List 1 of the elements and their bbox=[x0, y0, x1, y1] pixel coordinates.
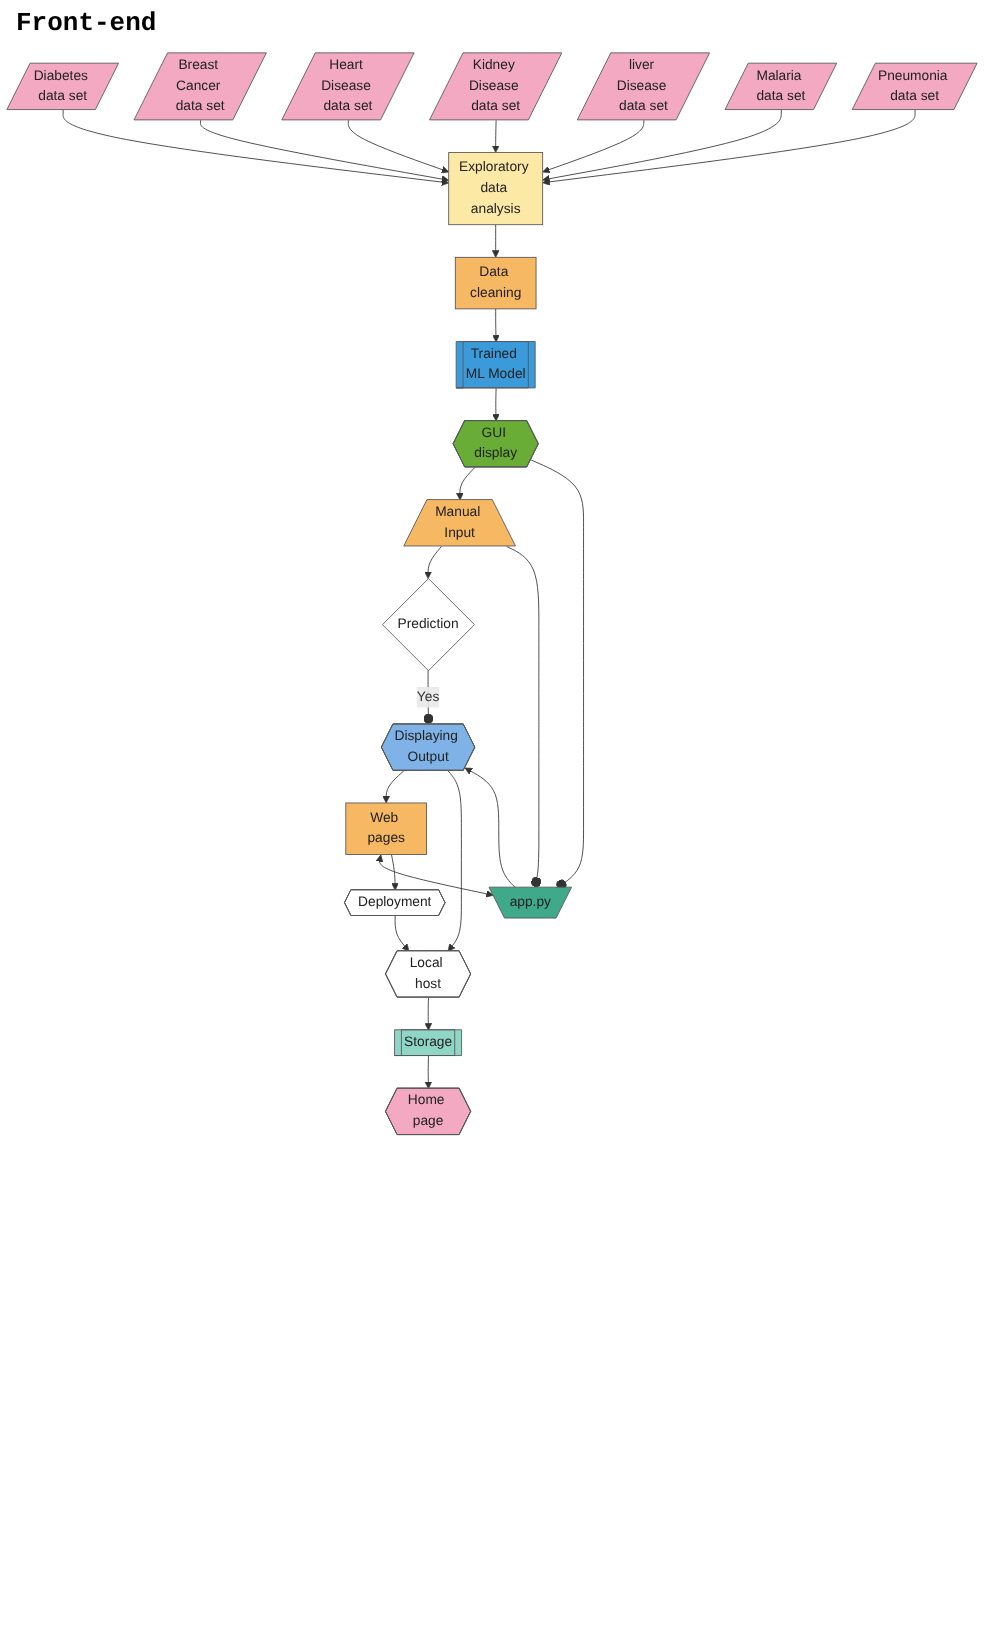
section-label: Front-end bbox=[16, 8, 157, 38]
